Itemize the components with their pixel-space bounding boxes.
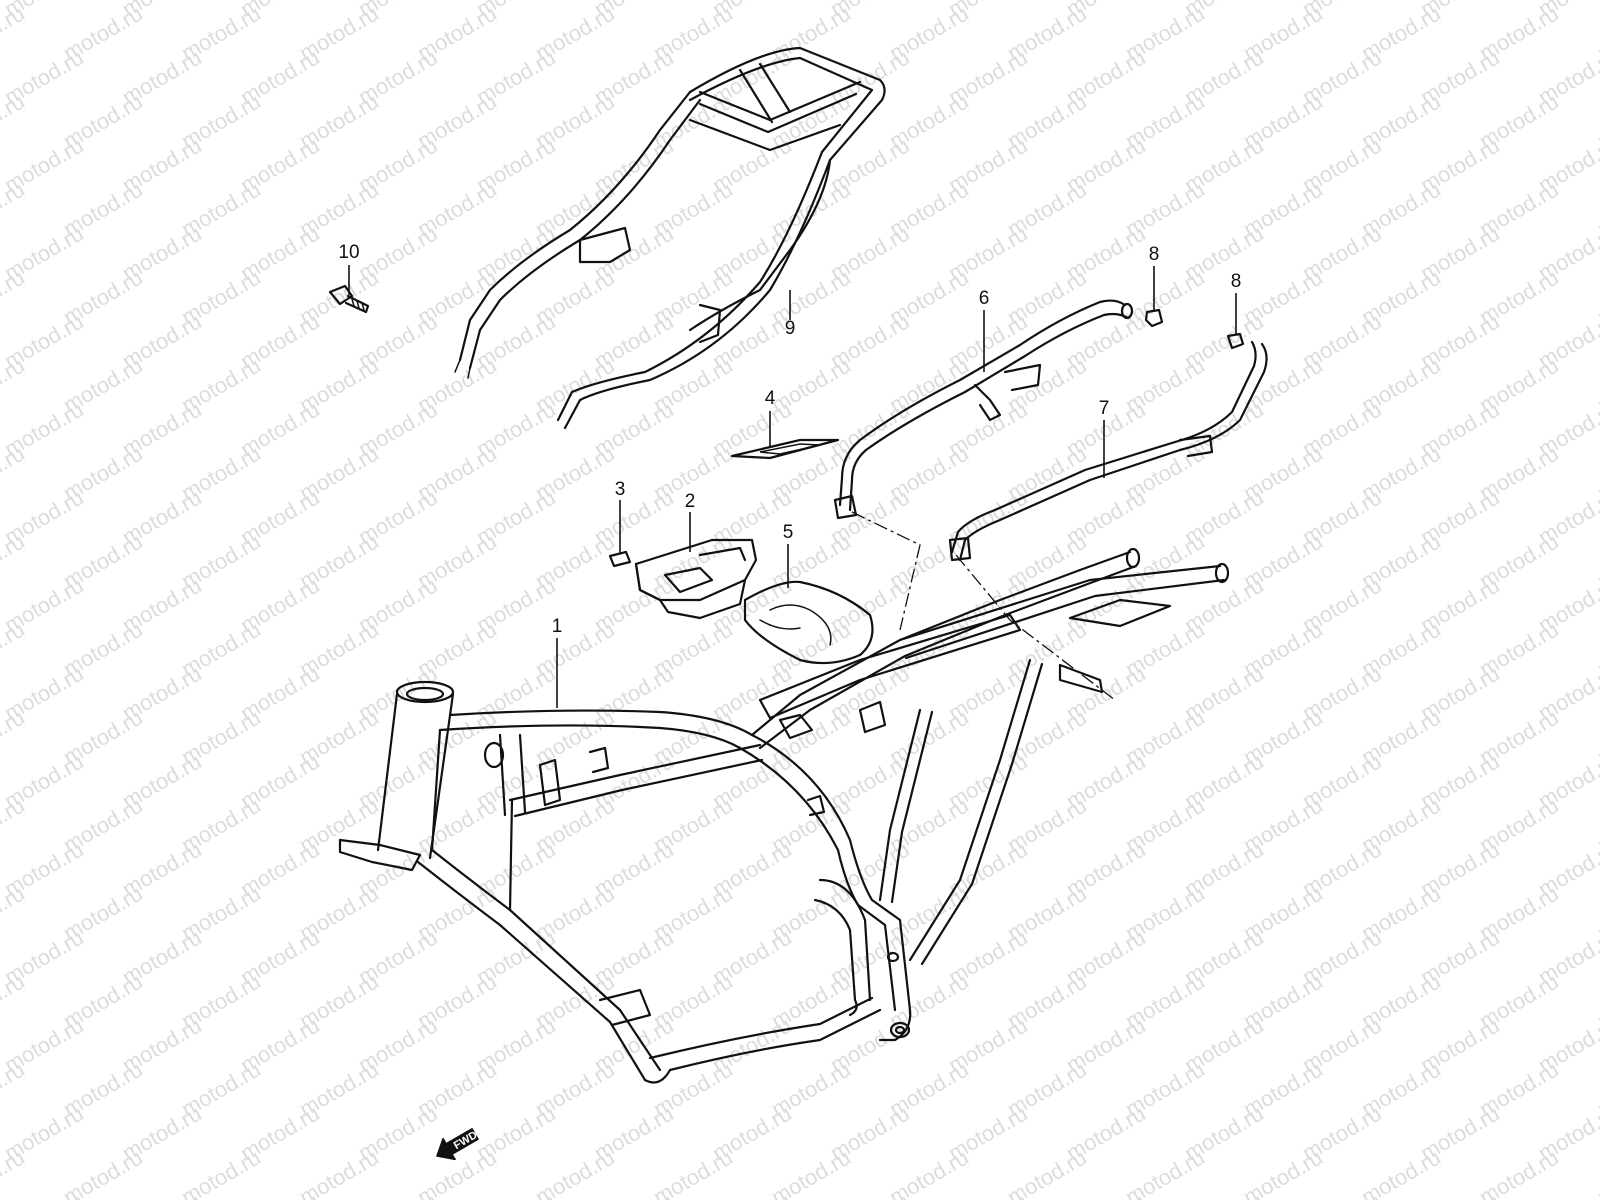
callout-2: 2 bbox=[685, 491, 696, 512]
callout-3: 3 bbox=[615, 479, 626, 500]
grommet-part-8b bbox=[1226, 332, 1245, 350]
callout-8b: 8 bbox=[1231, 271, 1242, 292]
callout-7: 7 bbox=[1099, 398, 1110, 419]
callout-6: 6 bbox=[979, 288, 990, 309]
rear-carrier-part-9 bbox=[454, 46, 886, 430]
callout-1: 1 bbox=[552, 616, 563, 637]
callout-8a: 8 bbox=[1149, 244, 1160, 265]
bolt-part-10 bbox=[328, 284, 370, 314]
callout-4: 4 bbox=[765, 388, 776, 409]
seat-rail-part-6 bbox=[833, 299, 1134, 520]
forward-direction-marker: FWD bbox=[436, 1128, 480, 1161]
assembly-line-rail-6 bbox=[851, 511, 921, 631]
callout-10: 10 bbox=[338, 242, 359, 263]
callout-9: 9 bbox=[785, 318, 796, 339]
seat-rail-part-7 bbox=[948, 340, 1268, 562]
tray-part-5 bbox=[743, 580, 874, 665]
plate-part-4 bbox=[730, 438, 840, 460]
leader-lines bbox=[348, 265, 1237, 708]
grommet-part-8a bbox=[1144, 308, 1164, 328]
fwd-label: FWD bbox=[452, 1129, 480, 1152]
assembly-line-rail-7 bbox=[955, 554, 1116, 701]
main-frame-part-1 bbox=[338, 547, 1230, 1084]
callout-labels: 1 2 3 4 5 6 7 8 8 9 10 bbox=[338, 242, 1241, 637]
forward-arrow-icon bbox=[436, 1128, 479, 1161]
callout-5: 5 bbox=[783, 522, 794, 543]
clip-part-3 bbox=[608, 550, 632, 568]
bracket-part-2 bbox=[634, 538, 758, 620]
